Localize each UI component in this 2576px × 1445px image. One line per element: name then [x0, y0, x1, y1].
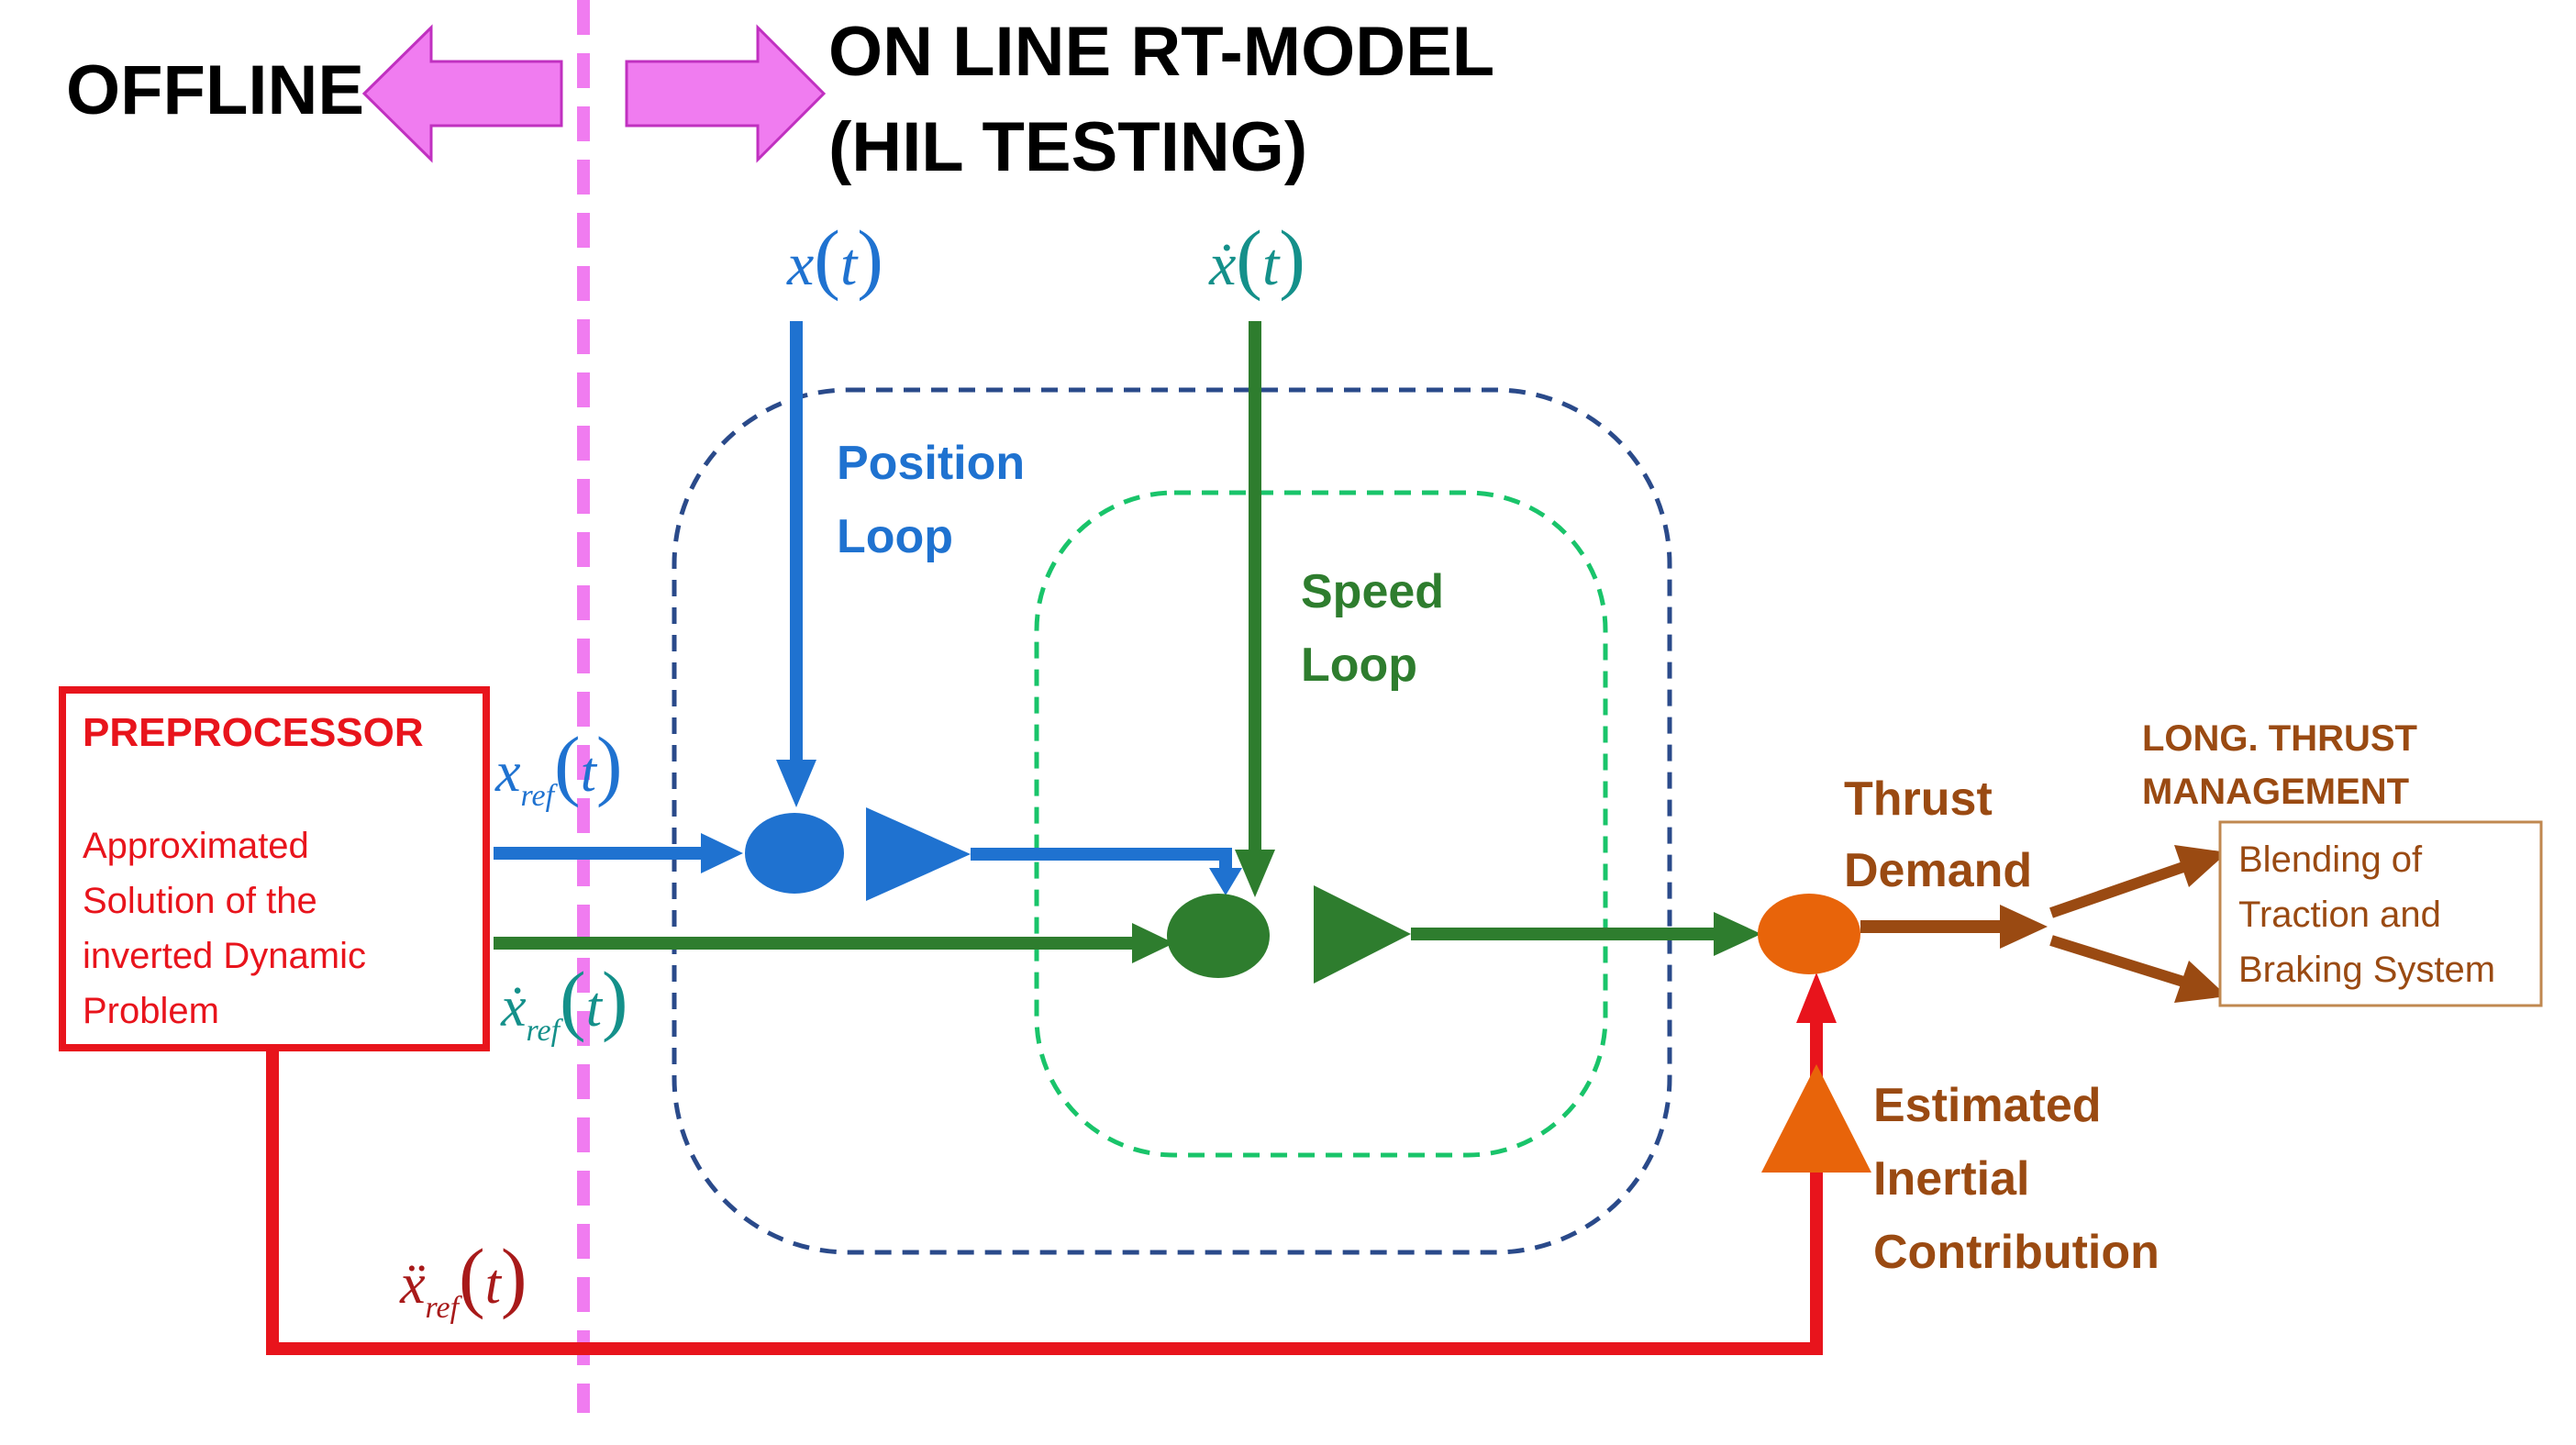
pos-ref-var: x	[494, 741, 521, 804]
preprocessor-desc-line2: Solution of the	[83, 881, 317, 921]
speed-gain-icon	[1314, 885, 1411, 984]
paren-close: )	[857, 214, 883, 302]
traction-branch-arrowhead-icon	[2174, 845, 2227, 887]
acc-ref-arg: t	[485, 1253, 503, 1316]
blending-line1: Blending of	[2238, 839, 2423, 880]
speed-summing-node	[1167, 894, 1270, 978]
preprocessor-desc-line1: Approximated	[83, 826, 309, 866]
blending-box	[2218, 820, 2543, 1007]
pos-ref-signal-label: xref(t)	[494, 720, 623, 813]
paren-open: (	[1236, 214, 1262, 302]
paren-open: (	[560, 955, 586, 1043]
speed-ref-arrowhead-icon	[1132, 923, 1174, 963]
speed-signal-var: ẋ	[1208, 231, 1236, 298]
inertial-line3: Contribution	[1873, 1226, 2160, 1279]
speed-output-arrowhead-icon	[1714, 912, 1761, 956]
position-gain-icon	[866, 807, 971, 901]
preprocessor-title: PREPROCESSOR	[83, 710, 424, 755]
pos-ref-arg: t	[581, 741, 598, 804]
position-signal-label: x(t)	[786, 214, 883, 302]
thrust-demand-line2: Demand	[1844, 844, 2032, 897]
thrust-demand-arrowhead-icon	[2000, 905, 2048, 949]
braking-branch-line	[2049, 935, 2185, 987]
paren-close: )	[596, 720, 623, 808]
blending-line3: Braking System	[2238, 950, 2495, 990]
speed-ref-signal-label: ẋref(t)	[500, 955, 628, 1048]
paren-close: )	[602, 955, 628, 1043]
offline-arrow-icon	[361, 24, 563, 163]
braking-branch-arrowhead-icon	[2174, 961, 2227, 1003]
position-loop-label-line2: Loop	[837, 510, 953, 563]
speed-feedback-arrowhead-icon	[1235, 850, 1275, 897]
speed-signal-arg: t	[1262, 231, 1281, 298]
acc-ref-arrowhead-icon	[1796, 973, 1837, 1023]
traction-branch-line	[2049, 861, 2185, 918]
speed-ref-arg: t	[586, 976, 604, 1039]
position-signal-arg: t	[840, 231, 859, 298]
online-label-line1: ON LINE RT-MODEL	[828, 13, 1494, 91]
position-loop-label-line1: Position	[837, 437, 1025, 490]
pos-ref-sub: ref	[521, 779, 559, 813]
paren-open: (	[814, 214, 840, 302]
position-summing-node	[745, 813, 844, 894]
online-arrow-icon	[625, 24, 827, 163]
acc-ref-line	[266, 1023, 1823, 1355]
acc-ref-signal-label: ẍref(t)	[399, 1232, 527, 1325]
paren-close: )	[501, 1232, 527, 1320]
speed-loop-label-line2: Loop	[1301, 639, 1417, 692]
speed-signal-label: ẋ(t)	[1208, 214, 1305, 302]
thrust-summing-node	[1758, 894, 1860, 974]
position-output-line	[971, 848, 1232, 881]
paren-close: )	[1279, 214, 1305, 302]
acc-ref-var: ẍ	[399, 1253, 426, 1316]
preprocessor-desc-line4: Problem	[83, 991, 219, 1031]
thrust-mgmt-line1: LONG. THRUST	[2142, 718, 2417, 759]
inertial-gain-icon	[1761, 1064, 1871, 1173]
thrust-mgmt-line2: MANAGEMENT	[2142, 772, 2409, 812]
speed-ref-var: ẋ	[500, 976, 527, 1039]
preprocessor-desc-line3: inverted Dynamic	[83, 936, 366, 976]
speed-ref-sub: ref	[527, 1014, 564, 1048]
paren-open: (	[459, 1232, 485, 1320]
paren-open: (	[554, 720, 581, 808]
offline-label: OFFLINE	[66, 51, 364, 129]
speed-loop-label-line1: Speed	[1301, 565, 1444, 618]
inertial-line2: Inertial	[1873, 1152, 2030, 1206]
position-output-arrowhead-icon	[1209, 868, 1242, 895]
speed-loop-region	[1034, 490, 1608, 1158]
online-label-line2: (HIL TESTING)	[828, 108, 1307, 186]
blending-line2: Traction and	[2238, 895, 2441, 935]
position-ref-arrowhead-icon	[701, 833, 743, 873]
position-feedback-arrowhead-icon	[776, 760, 816, 807]
thrust-demand-line1: Thrust	[1844, 773, 1993, 826]
acc-ref-sub: ref	[426, 1291, 463, 1325]
inertial-line1: Estimated	[1873, 1079, 2102, 1132]
position-signal-var: x	[786, 231, 814, 298]
preprocessor-box	[59, 686, 490, 1051]
